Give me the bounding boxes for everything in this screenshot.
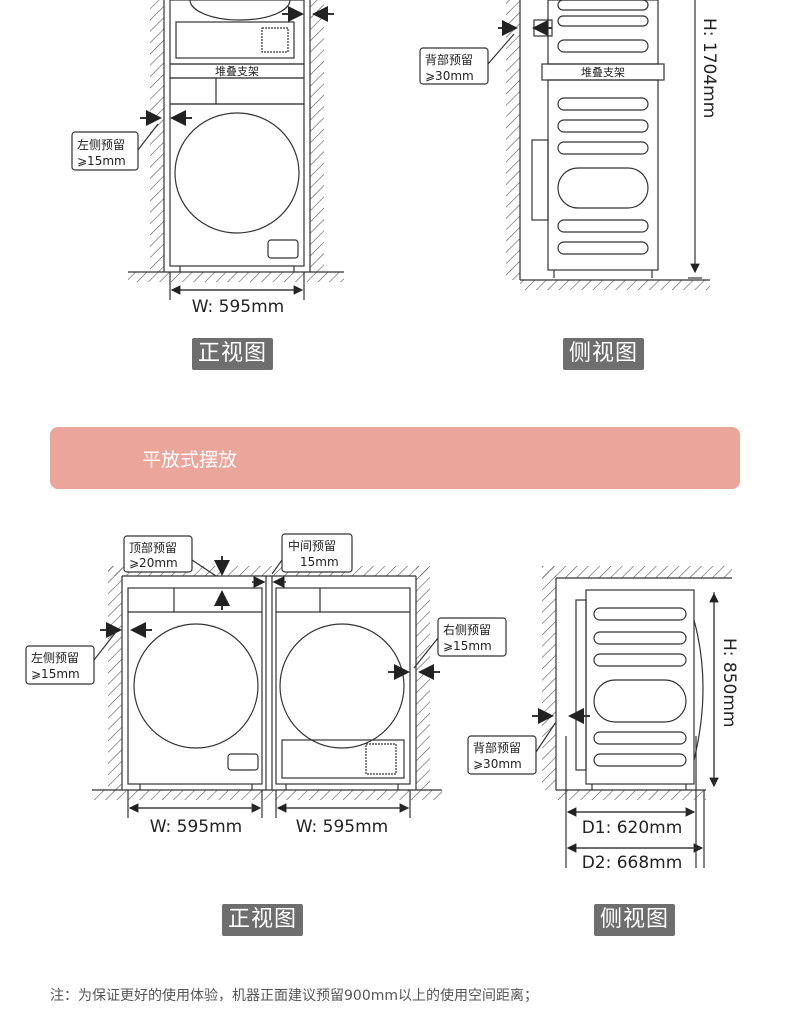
- stacked-left-clearance-value: ⩾15mm: [77, 154, 126, 168]
- stacked-front-view: [71, 0, 344, 300]
- stacked-height-label: H: 1704mm: [699, 18, 719, 118]
- flat-side-view: [467, 566, 732, 868]
- stacked-side-view: [419, 0, 710, 290]
- stacked-front-caption: 正视图: [192, 338, 274, 370]
- footnote: 注：为保证更好的使用体验，机器正面建议预留900mm以上的使用空间距离；: [50, 988, 538, 1004]
- flat-front-caption: 正视图: [222, 904, 304, 936]
- stacked-width-label: W: 595mm: [192, 297, 285, 317]
- flat-depth-d1-label: D1: 620mm: [582, 818, 683, 838]
- flat-back-clearance-value: ⩾30mm: [473, 757, 522, 771]
- stacked-side-stand-label: 堆叠支架: [581, 66, 625, 79]
- flat-depth-d2-label: D2: 668mm: [582, 853, 683, 873]
- flat-side-caption: 侧视图: [594, 904, 676, 936]
- banner-title: 平放式摆放: [142, 449, 238, 471]
- flat-placement-banner: 平放式摆放: [50, 427, 740, 489]
- flat-middle-clearance-value: 15mm: [300, 555, 339, 569]
- flat-middle-clearance-label: 中间预留: [288, 538, 336, 553]
- flat-top-clearance-value: ⩾20mm: [129, 556, 178, 570]
- flat-top-clearance-label: 顶部预留: [129, 540, 177, 555]
- flat-height-label: H: 850mm: [719, 638, 739, 727]
- stacked-side-caption: 侧视图: [563, 338, 645, 370]
- flat-right-clearance-label: 右侧预留: [443, 622, 491, 637]
- stacked-back-clearance-label: 背部预留: [425, 52, 473, 67]
- stacked-back-clearance-value: ⩾30mm: [425, 69, 474, 83]
- stacked-left-clearance-label: 左侧预留: [77, 137, 125, 152]
- flat-right-clearance-value: ⩾15mm: [443, 639, 492, 653]
- flat-front-view: [25, 533, 507, 818]
- flat-left-clearance-value: ⩾15mm: [31, 667, 80, 681]
- flat-back-clearance-label: 背部预留: [473, 740, 521, 755]
- stacked-stand-label: 堆叠支架: [215, 65, 259, 78]
- flat-width-right-label: W: 595mm: [296, 817, 389, 837]
- flat-left-clearance-label: 左侧预留: [31, 650, 79, 665]
- flat-width-left-label: W: 595mm: [150, 817, 243, 837]
